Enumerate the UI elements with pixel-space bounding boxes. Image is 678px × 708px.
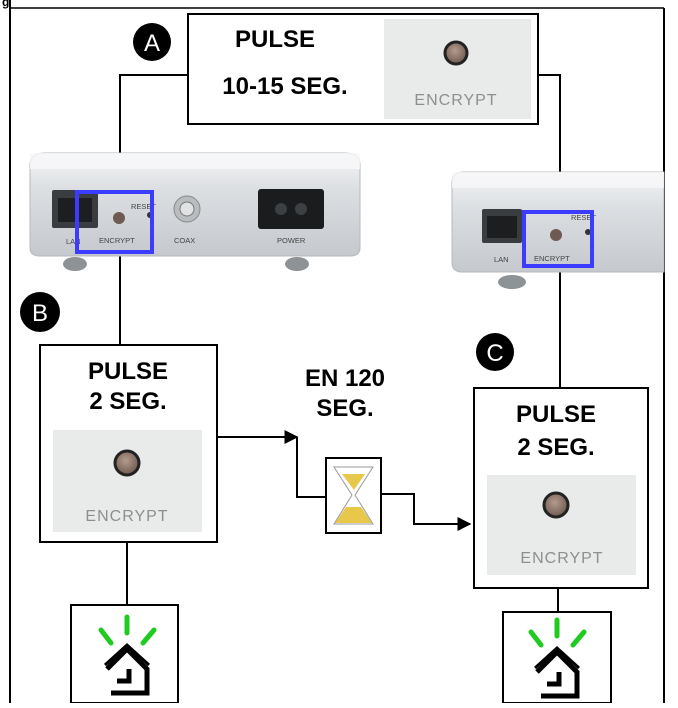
device-right-label-lan: LAN bbox=[494, 255, 509, 264]
wait-line2: SEG. bbox=[316, 395, 373, 422]
step-c-line1: PULSE bbox=[516, 401, 596, 428]
encrypt-button-left bbox=[113, 212, 125, 224]
marker-a-label: A bbox=[144, 30, 160, 57]
step-b-button-label: ENCRYPT bbox=[85, 508, 168, 525]
device-left: LAN ENCRYPT RESET COAX POWER bbox=[29, 152, 361, 271]
marker-c: C bbox=[476, 333, 514, 371]
device-left-label-encrypt: ENCRYPT bbox=[99, 236, 135, 245]
encrypt-button-right bbox=[550, 229, 562, 241]
step-b-line2: 2 SEG. bbox=[89, 388, 166, 415]
step-a-line1: PULSE bbox=[235, 26, 315, 53]
step-c-box: PULSE 2 SEG. ENCRYPT bbox=[473, 387, 649, 589]
step-b-encrypt-button bbox=[113, 449, 141, 477]
device-left-label-coax: COAX bbox=[174, 236, 195, 245]
step-a-line2: 10-15 SEG. bbox=[222, 73, 347, 100]
marker-b: B bbox=[20, 292, 60, 332]
marker-a: A bbox=[133, 23, 171, 61]
step-b-box: PULSE 2 SEG. ENCRYPT bbox=[39, 344, 218, 543]
hourglass-icon bbox=[325, 457, 382, 534]
step-c-encrypt-button bbox=[542, 491, 570, 519]
step-a-button-label: ENCRYPT bbox=[414, 92, 497, 109]
step-c-button-panel bbox=[487, 475, 636, 575]
home-network-icon bbox=[70, 604, 179, 704]
wait-line1: EN 120 bbox=[305, 365, 385, 392]
marker-c-label: C bbox=[486, 340, 503, 367]
step-b-button-panel bbox=[53, 430, 202, 532]
step-c-line2: 2 SEG. bbox=[517, 434, 594, 461]
wait-link-in bbox=[296, 437, 326, 498]
header-partial-text: g bbox=[2, 0, 9, 9]
arrow-from-wait bbox=[381, 493, 472, 531]
highlight-encrypt-left bbox=[75, 190, 154, 254]
highlight-encrypt-right bbox=[522, 210, 594, 268]
device-right: LAN ENCRYPT RESET bbox=[451, 171, 665, 289]
device-left-label-power: POWER bbox=[277, 236, 306, 245]
connector-a-right bbox=[538, 74, 561, 212]
wait-arrows bbox=[218, 430, 472, 531]
step-a-button-panel bbox=[384, 19, 531, 119]
home-network-icon-right bbox=[502, 611, 612, 704]
step-c-button-label: ENCRYPT bbox=[520, 550, 603, 567]
device-right-label-reset: RESET bbox=[571, 213, 596, 222]
reset-hole-right bbox=[585, 229, 591, 235]
step-a-box: PULSE 10-15 SEG. ENCRYPT bbox=[187, 13, 539, 125]
device-left-label-reset: RESET bbox=[131, 202, 156, 211]
device-right-label-encrypt: ENCRYPT bbox=[534, 254, 570, 263]
step-b-line1: PULSE bbox=[88, 358, 168, 385]
step-a-encrypt-button bbox=[443, 40, 469, 66]
device-left-label-lan: LAN bbox=[66, 237, 81, 246]
power-socket bbox=[258, 189, 324, 229]
marker-b-label: B bbox=[32, 300, 48, 327]
